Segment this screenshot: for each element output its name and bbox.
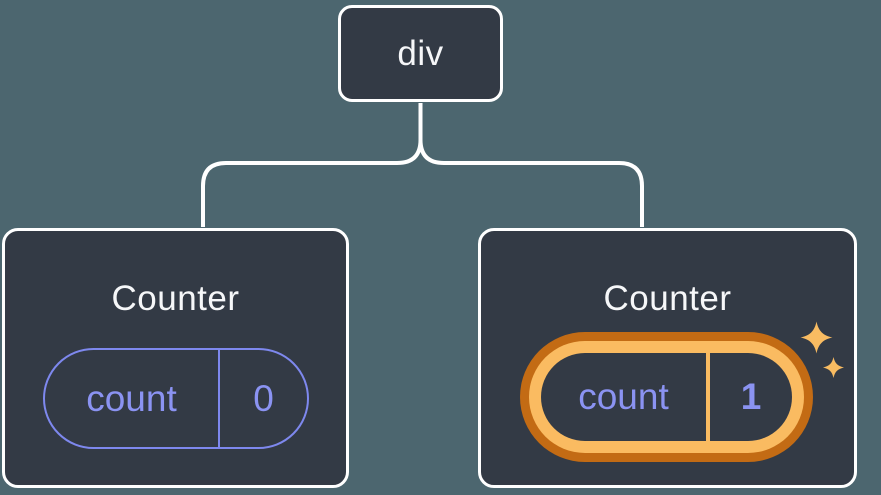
counter-node-right: Counter count 1 — [478, 228, 857, 488]
root-node-label: div — [397, 33, 444, 73]
state-key-label: count — [86, 377, 177, 419]
counter-title: Counter — [603, 279, 732, 318]
root-node-div: div — [338, 5, 503, 102]
state-pill-highlight-ring: count 1 — [520, 332, 813, 462]
state-key-label: count — [578, 376, 669, 417]
sparkle-small-icon — [823, 357, 844, 378]
pill-divider — [218, 350, 220, 447]
state-value-label: 0 — [253, 377, 274, 419]
pill-divider — [706, 353, 710, 441]
counter-node-left: Counter count 0 — [2, 228, 349, 488]
state-value-label: 1 — [740, 376, 762, 417]
state-pill-count-1: count 1 — [541, 353, 792, 441]
state-pill-count-0: count 0 — [43, 348, 309, 449]
state-pill-highlight-ring-inner: count 1 — [529, 341, 804, 453]
sparkle-large-icon — [800, 321, 833, 354]
counter-title: Counter — [111, 279, 240, 318]
